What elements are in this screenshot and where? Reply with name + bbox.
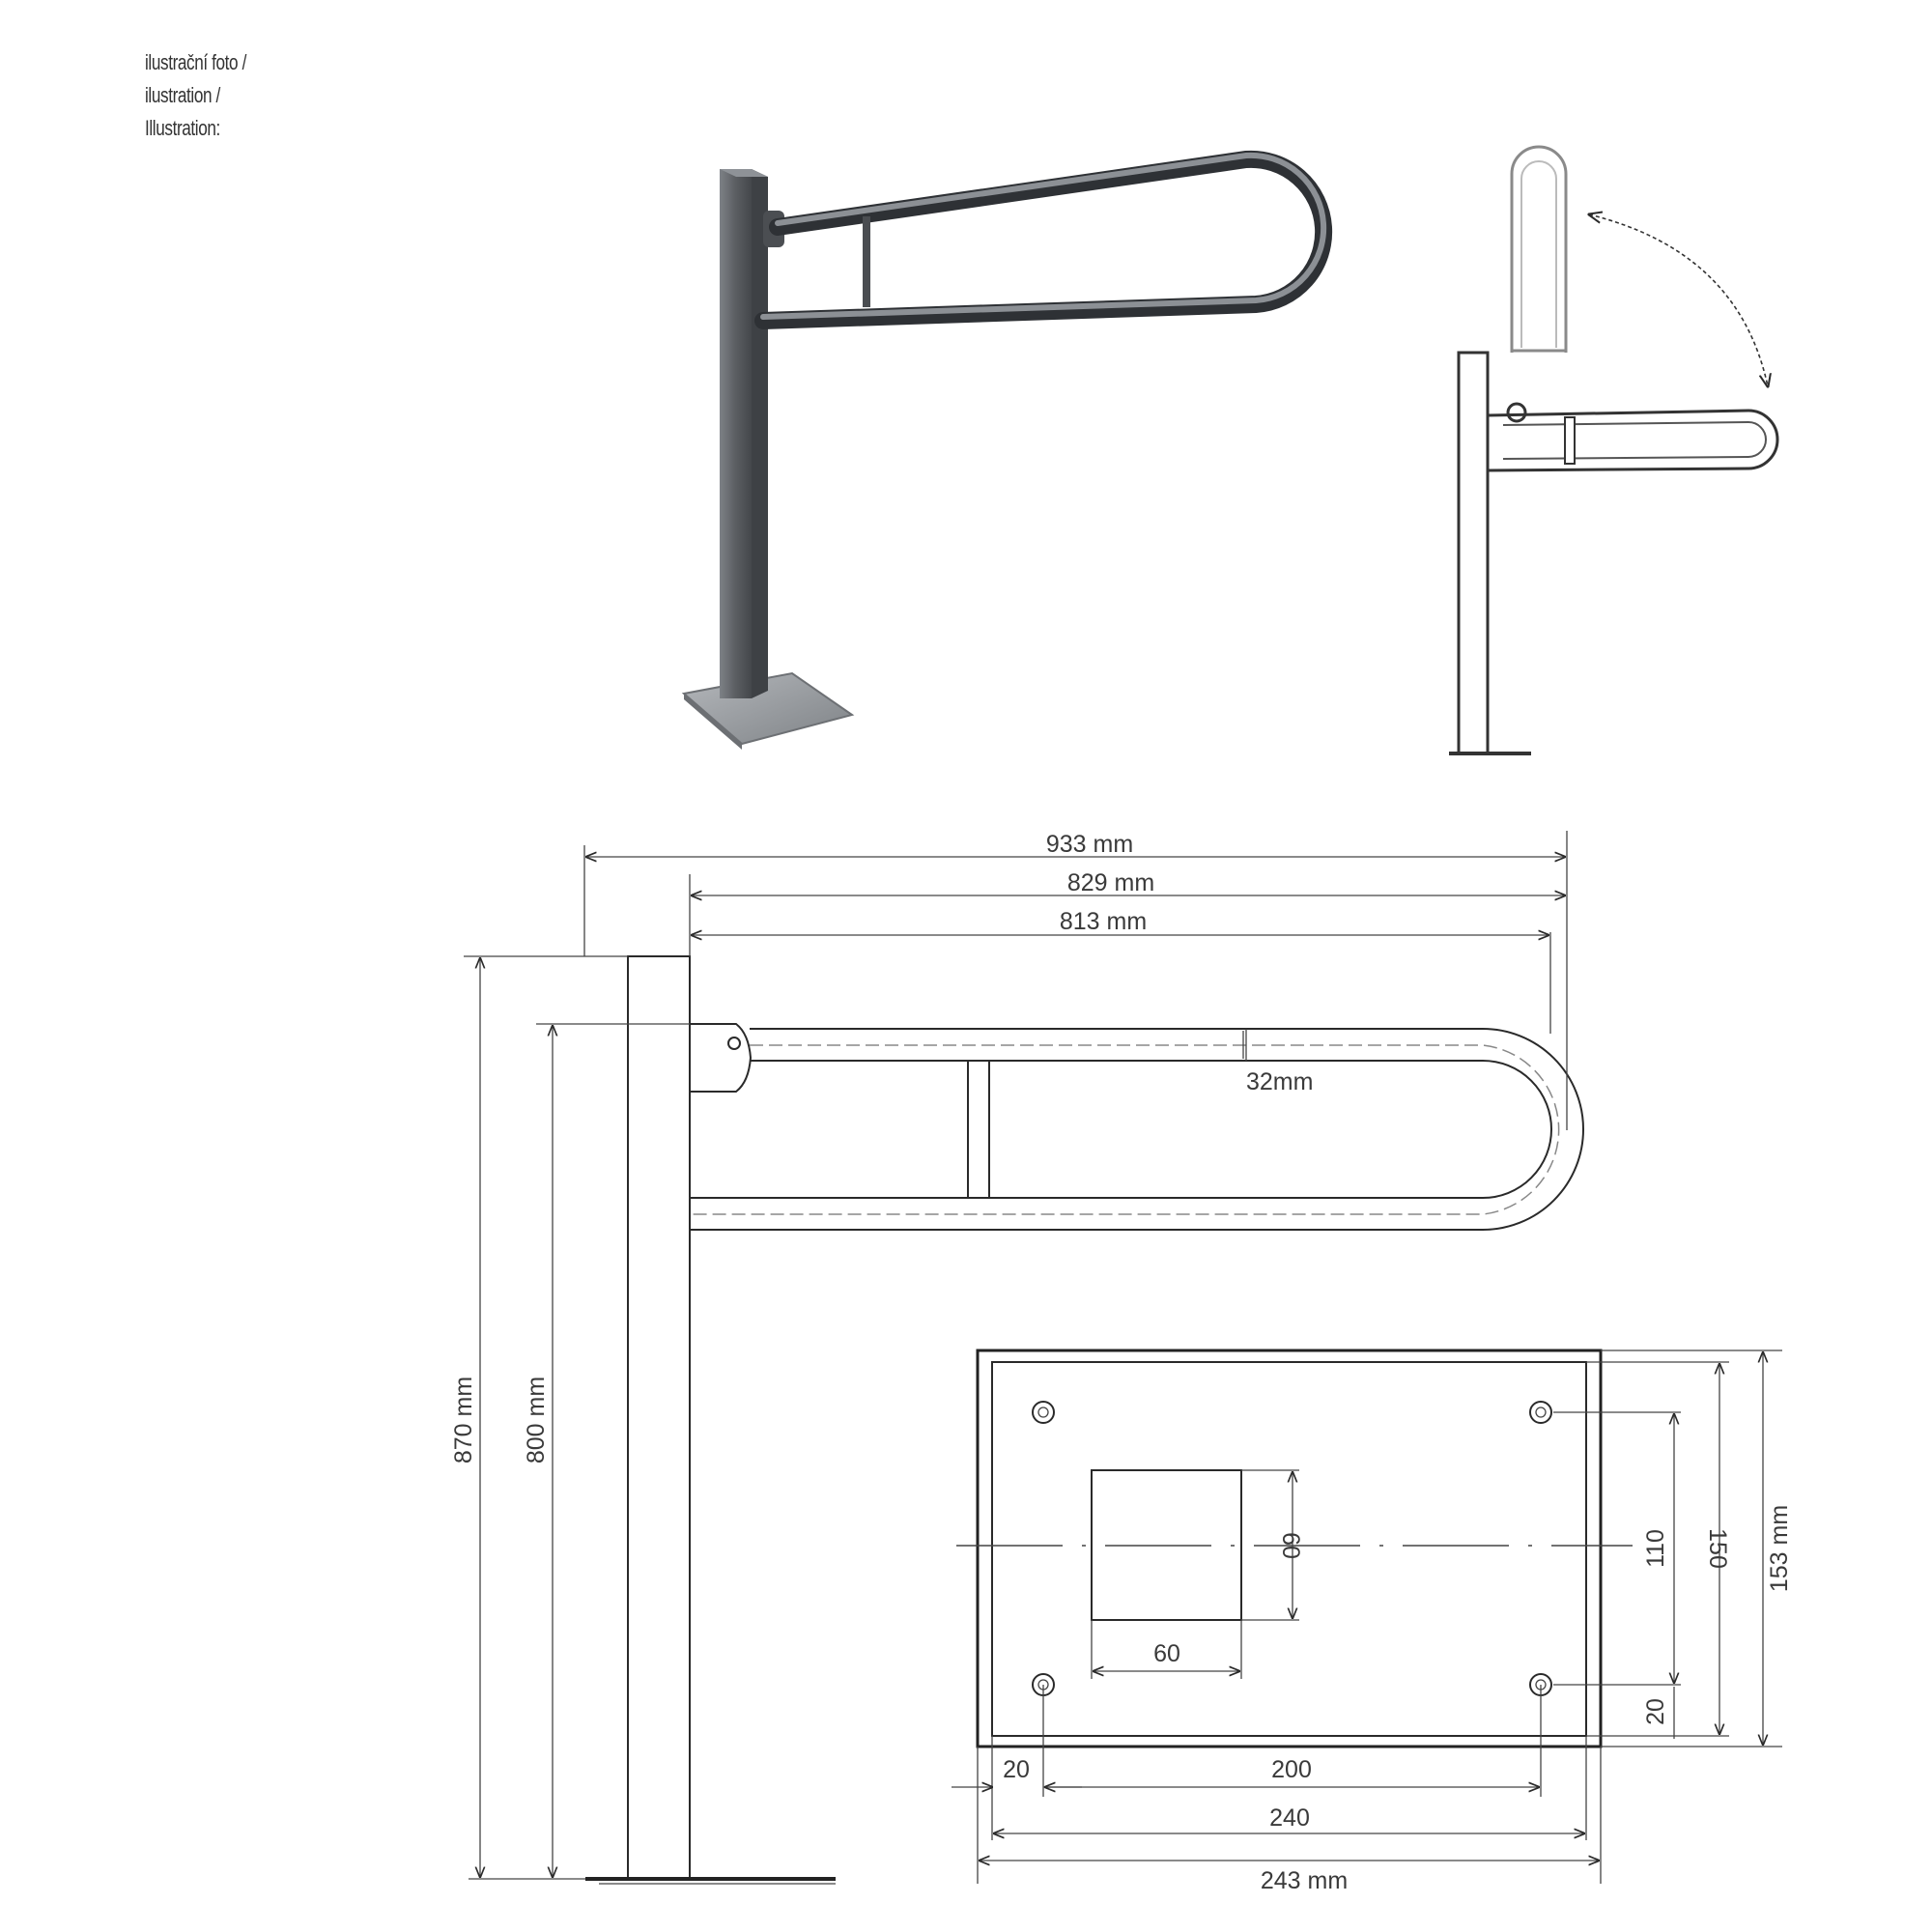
- dim-hole-edge-vertical: 20: [1642, 1698, 1669, 1725]
- elevation-hinge: [689, 1023, 753, 1093]
- dim-rail-height: 800 mm: [523, 1377, 550, 1463]
- folding-side-view: [1449, 145, 1779, 755]
- side-bar-down: [1487, 409, 1779, 472]
- caption-line-de: Illustration:: [145, 116, 220, 140]
- elevation-drawing: 933 mm 829 mm 813 mm 32mm 870 mm 800 mm: [450, 831, 1584, 1885]
- dim-total-height: 870 mm: [450, 1377, 477, 1463]
- plate-inner: [991, 1361, 1587, 1737]
- dim-plate-inner-height: 150: [1704, 1528, 1731, 1569]
- photo-post: [720, 169, 752, 698]
- elevation-post: [627, 955, 691, 1880]
- dim-square-height: 60: [1277, 1532, 1304, 1559]
- elevation-grab-bar: [690, 1028, 1584, 1231]
- caption-line-en: ilustration /: [145, 83, 220, 107]
- mounting-hole: [1032, 1401, 1055, 1424]
- dim-overall-length: 933 mm: [1046, 831, 1133, 858]
- dim-grip-length: 813 mm: [1060, 908, 1147, 935]
- dim-plate-inner-width: 240: [1269, 1804, 1310, 1832]
- dim-hole-edge-horizontal: 20: [1003, 1756, 1030, 1783]
- product-photo: [681, 150, 1333, 750]
- illustration-caption: ilustrační foto / ilustration / Illustra…: [145, 46, 246, 145]
- dim-hole-vertical-spacing: 110: [1642, 1529, 1669, 1568]
- dim-tube-diameter: 32mm: [1246, 1068, 1313, 1095]
- dim-hole-horizontal-spacing: 200: [1271, 1756, 1312, 1783]
- dim-plate-height: 153 mm: [1766, 1505, 1793, 1592]
- dim-plate-width: 243 mm: [1261, 1867, 1348, 1894]
- side-bar-up: [1510, 145, 1568, 353]
- caption-line-cz: ilustrační foto /: [145, 50, 246, 74]
- base-plate-plan: 60 60 110 20 150 153 mm 20 200 240: [952, 1349, 1793, 1894]
- mounting-hole: [1529, 1401, 1552, 1424]
- dim-rail-length: 829 mm: [1067, 869, 1154, 896]
- rotation-arrow: [1589, 214, 1768, 386]
- post-footprint: [1091, 1469, 1242, 1621]
- dim-square-width: 60: [1153, 1640, 1180, 1667]
- side-post: [1457, 351, 1490, 755]
- plate-outer: [976, 1349, 1603, 1748]
